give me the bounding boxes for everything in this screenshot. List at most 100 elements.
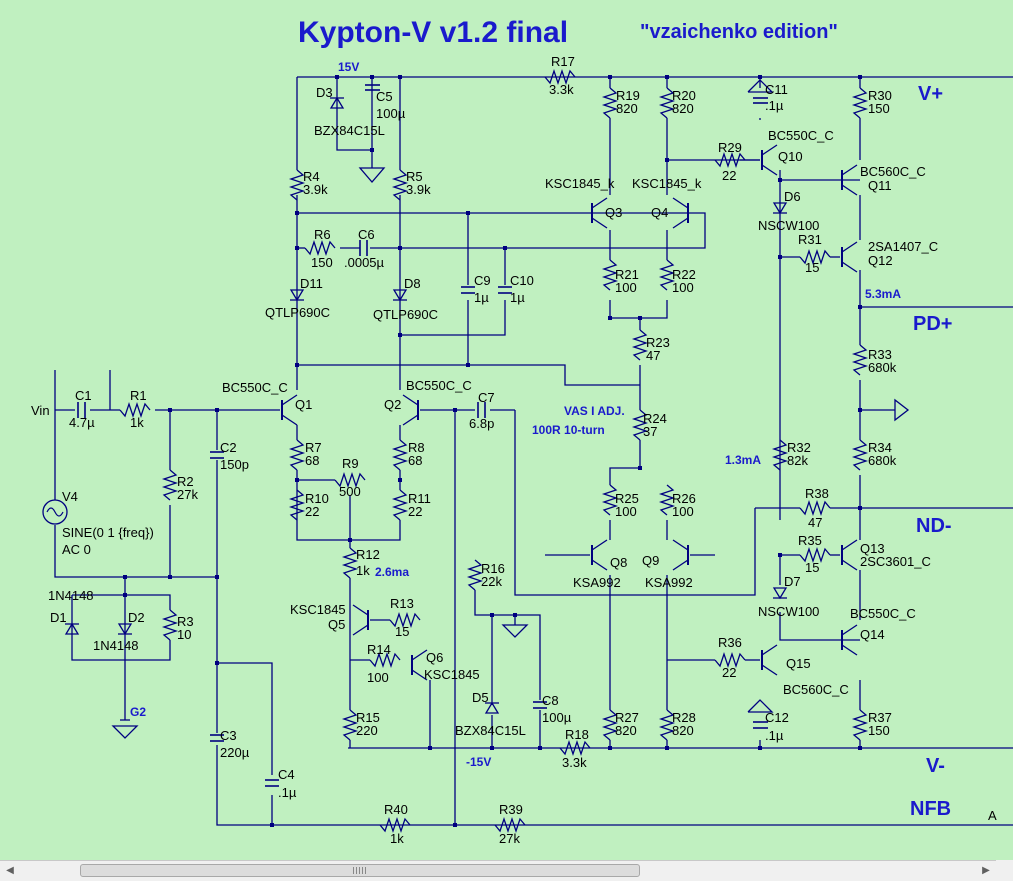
- c1-ref-label: C1: [75, 388, 92, 403]
- junction-dot: [778, 178, 782, 182]
- junction-dot: [215, 661, 219, 665]
- transistor-icon: [841, 624, 858, 656]
- c3-ref-label: C3: [220, 728, 237, 743]
- junction-dot: [168, 408, 172, 412]
- q8-ref-label: Q8: [610, 555, 627, 570]
- r31-value-label: 15: [805, 260, 819, 275]
- resistor-symbols: [119, 68, 869, 834]
- junction-dot: [123, 575, 127, 579]
- junction-dot: [398, 75, 402, 79]
- ground-icon: [111, 725, 139, 739]
- port-vplus: V+: [918, 83, 943, 105]
- r16-value-label: 22k: [481, 574, 502, 589]
- junction-dot: [638, 466, 642, 470]
- resistor-icon: [601, 484, 619, 516]
- v4-ref-label: V4: [62, 489, 78, 504]
- resistor-icon: [288, 439, 306, 471]
- junction-dot: [538, 746, 542, 750]
- note-vas-pot: 100R 10-turn: [532, 423, 605, 437]
- r39-value-label: 27k: [499, 831, 520, 846]
- resistor-icon: [631, 409, 649, 441]
- d2-ref-label: D2: [128, 610, 145, 625]
- resistor-icon: [771, 439, 789, 471]
- q14-value-label: BC550C_C: [850, 606, 916, 621]
- r27-ref-label: R27: [615, 710, 639, 725]
- resistor-icon: [714, 651, 746, 669]
- r33-value-label: 680k: [868, 360, 897, 375]
- d7-value-label: NSCW100: [758, 604, 819, 619]
- junction-dot: [778, 255, 782, 259]
- q6-value-label: KSC1845: [424, 667, 480, 682]
- schematic-canvas[interactable]: Kypton-V v1.2 final "vzaichenko edition"…: [0, 0, 1013, 860]
- resistor-icon: [389, 611, 421, 629]
- resistor-icon: [119, 401, 151, 419]
- transistor-symbols: [281, 144, 858, 681]
- q12-value-label: 2SA1407_C: [868, 239, 938, 254]
- scroll-right-arrow-icon[interactable]: ▶: [982, 865, 990, 876]
- d6-value-label: NSCW100: [758, 218, 819, 233]
- note-2-6ma: 2.6ma: [375, 565, 409, 579]
- resistor-icon: [601, 259, 619, 291]
- r11-value-label: 22: [408, 504, 422, 519]
- r1-value-label: 1k: [130, 415, 144, 430]
- c1-value-label: 4.7µ: [69, 415, 95, 430]
- junction-dot: [428, 746, 432, 750]
- d3-value-label: BZX84C15L: [314, 123, 385, 138]
- port-ndminus: ND-: [916, 515, 952, 537]
- q2-ref-label: Q2: [384, 397, 401, 412]
- q11-ref-label: Q11: [868, 178, 892, 193]
- resistor-icon: [658, 259, 676, 291]
- transistor-icon: [411, 649, 428, 681]
- r7-ref-label: R7: [305, 440, 322, 455]
- schematic-subtitle: "vzaichenko edition": [640, 21, 838, 43]
- resistor-icon: [494, 816, 526, 834]
- junction-dot: [466, 211, 470, 215]
- r10-value-label: 22: [305, 504, 319, 519]
- labels: Kypton-V v1.2 final "vzaichenko edition"…: [31, 16, 997, 823]
- junction-dot: [466, 363, 470, 367]
- r19-ref-label: R19: [616, 88, 640, 103]
- junction-dot: [295, 478, 299, 482]
- resistor-icon: [799, 499, 831, 517]
- r20-ref-label: R20: [672, 88, 696, 103]
- port-pdplus: PD+: [913, 313, 952, 335]
- size-grip[interactable]: [996, 860, 1013, 881]
- schematic-drawing: Kypton-V v1.2 final "vzaichenko edition"…: [31, 16, 1013, 846]
- r18-value-label: 3.3k: [562, 755, 587, 770]
- c12-ref-label: C12: [765, 710, 789, 725]
- horizontal-scrollbar[interactable]: ◀ ▶: [0, 860, 1013, 881]
- wires: [54, 76, 1013, 826]
- ground-symbols: [111, 79, 910, 739]
- r34-ref-label: R34: [868, 440, 892, 455]
- scrollbar-thumb[interactable]: [80, 864, 640, 877]
- r12-ref-label: R12: [356, 547, 380, 562]
- resistor-icon: [161, 469, 179, 501]
- q4-value-label: KSC1845_k: [632, 176, 702, 191]
- port-a: A: [988, 808, 997, 823]
- resistor-icon: [601, 87, 619, 119]
- r30-ref-label: R30: [868, 88, 892, 103]
- r4-ref-label: R4: [303, 169, 320, 184]
- junction-dot: [295, 246, 299, 250]
- junction-dot: [295, 211, 299, 215]
- resistor-icon: [658, 709, 676, 741]
- q10-ref-label: Q10: [778, 149, 803, 164]
- resistor-icon: [631, 329, 649, 361]
- c9-ref-label: C9: [474, 273, 491, 288]
- schematic-title: Kypton-V v1.2 final: [298, 16, 568, 49]
- voltage-source-v4: [42, 499, 68, 525]
- r29-value-label: 22: [722, 168, 736, 183]
- c2-ref-label: C2: [220, 440, 237, 455]
- scroll-left-arrow-icon[interactable]: ◀: [6, 865, 14, 876]
- note-15v: 15V: [338, 60, 359, 74]
- junction-dot: [758, 75, 762, 79]
- junction-dot: [858, 305, 862, 309]
- junction-dot: [398, 246, 402, 250]
- r10-ref-label: R10: [305, 491, 329, 506]
- resistor-icon: [714, 151, 746, 169]
- junction-dot: [665, 746, 669, 750]
- r37-value-label: 150: [868, 723, 890, 738]
- r30-value-label: 150: [868, 101, 890, 116]
- d11-value-label: QTLP690C: [265, 305, 330, 320]
- junction-dot: [490, 613, 494, 617]
